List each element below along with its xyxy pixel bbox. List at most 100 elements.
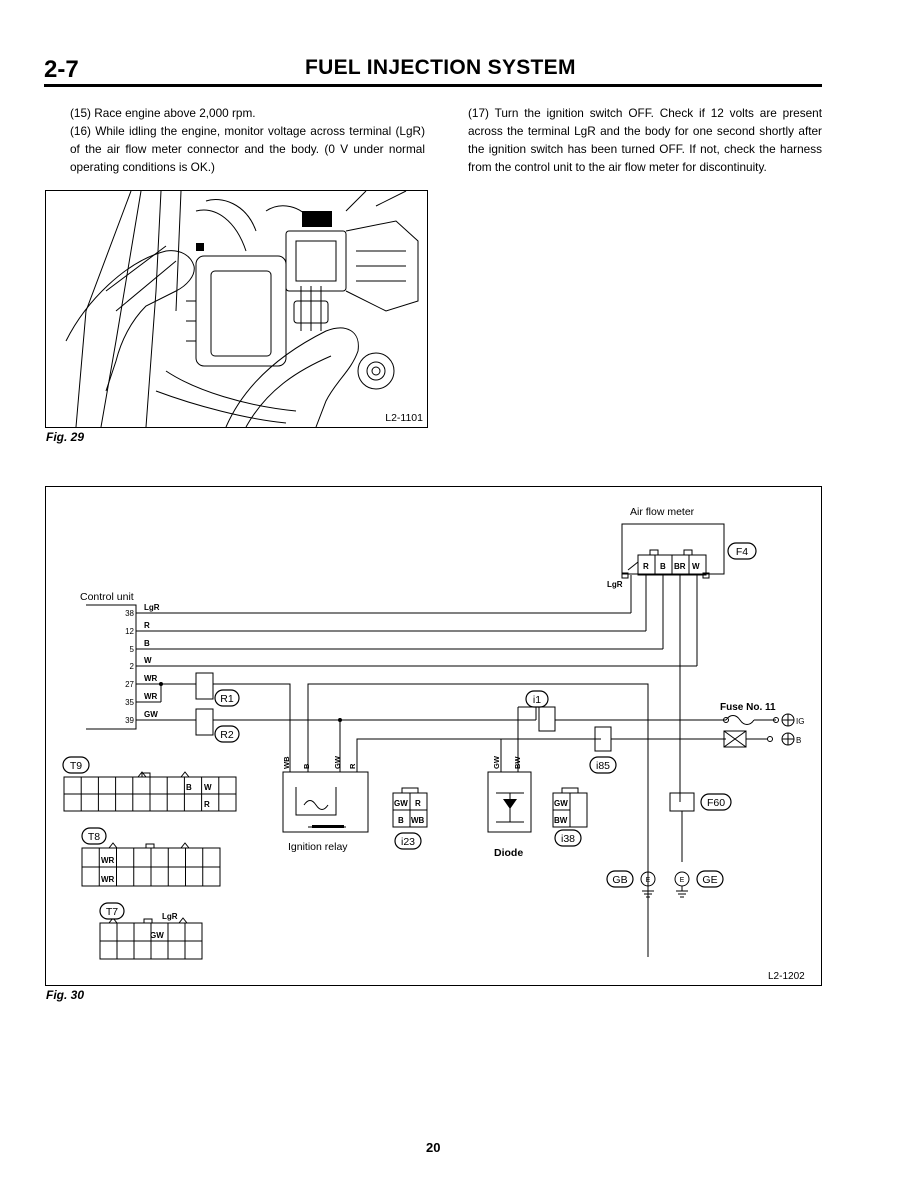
i38-cell-bw: BW <box>554 816 568 825</box>
i23-cell-b: B <box>398 816 404 825</box>
ground-e-label: E <box>646 877 651 884</box>
wiring-diagram-svg: Air flow meter Control unit Fuse No. 11 … <box>62 506 805 982</box>
step-15: (15) Race engine above 2,000 rpm. <box>70 106 256 120</box>
i23-cell-wb: WB <box>411 816 425 825</box>
r1-connector-tag: R1 <box>214 689 240 707</box>
i38-cell-gw: GW <box>554 799 568 808</box>
r2-connector-body <box>195 708 214 736</box>
page-number: 20 <box>426 1140 441 1155</box>
i1-connector-tag: i1 <box>525 690 549 708</box>
relay-wire-wb: WB <box>282 756 291 769</box>
step-16: (16) While idling the engine, monitor vo… <box>70 124 425 174</box>
control-unit-label: Control unit <box>80 591 134 603</box>
svg-text:GE: GE <box>702 874 717 886</box>
ignition-relay-box <box>282 771 369 833</box>
i85-connector-tag: i85 <box>589 756 617 774</box>
svg-text:R2: R2 <box>220 729 234 741</box>
relay-wire-r: R <box>348 763 357 769</box>
right-column-text: (17) Turn the ignition switch OFF. Check… <box>468 104 822 176</box>
diode-wire-bw: BW <box>513 756 522 769</box>
step-17: (17) Turn the ignition switch OFF. Check… <box>468 106 822 174</box>
t7-wire-lgr: LgR <box>162 912 178 921</box>
cu-pin-27: 27 <box>125 680 134 689</box>
fig29-illustration: L2-1101 <box>45 190 428 428</box>
cu-wire-35: WR <box>144 692 158 701</box>
t7-latch <box>178 917 188 924</box>
fig29-reference: L2-1101 <box>385 412 423 424</box>
svg-text:F60: F60 <box>707 797 725 809</box>
fig29-caption: Fig. 29 <box>46 430 85 444</box>
svg-text:i1: i1 <box>533 694 541 706</box>
header-rule <box>44 84 822 87</box>
t9-cell-r: R <box>204 800 210 809</box>
cu-wire-39: GW <box>144 710 158 719</box>
svg-text:i85: i85 <box>596 760 610 772</box>
t8-latch <box>180 842 190 849</box>
air-flow-meter-box <box>621 523 725 575</box>
cu-pin-35: 35 <box>125 698 134 707</box>
cu-pin-5: 5 <box>130 645 135 654</box>
svg-text:R1: R1 <box>220 693 234 705</box>
afm-lgr-label: LgR <box>607 580 623 589</box>
ge-connector-tag: GE <box>696 870 724 888</box>
f60-connector-tag: F60 <box>700 793 732 811</box>
t9-connector-tag: T9 <box>62 756 90 774</box>
cu-wire-38: LgR <box>144 603 160 612</box>
svg-text:T9: T9 <box>70 760 82 772</box>
i23-cell-r: R <box>415 799 421 808</box>
cu-wire-5: B <box>144 639 150 648</box>
t7-cell-gw: GW <box>150 931 164 940</box>
fig30-reference: L2-1202 <box>768 971 805 982</box>
afm-pin-b: B <box>660 562 666 571</box>
left-column-text: (15) Race engine above 2,000 rpm. (16) W… <box>70 104 425 176</box>
f60-connector-body <box>669 792 695 812</box>
i23-cell-gw: GW <box>394 799 408 808</box>
svg-text:T8: T8 <box>88 831 100 843</box>
i1-connector-body <box>538 706 556 732</box>
t8-cell-wr-top: WR <box>101 856 115 865</box>
page-title: FUEL INJECTION SYSTEM <box>305 56 576 79</box>
relay-wire-b: B <box>302 763 311 769</box>
cu-wire-27: WR <box>144 674 158 683</box>
t8-cell-wr-bottom: WR <box>101 875 115 884</box>
t9-key <box>141 772 151 778</box>
ground-e-label: E <box>680 877 685 884</box>
t8-latch <box>108 842 118 849</box>
f4-connector-tag: F4 <box>727 542 757 560</box>
t9-latch <box>137 771 147 778</box>
engine-bay-sketch <box>65 191 419 427</box>
i38-connector-tag: i38 <box>554 829 582 847</box>
t8-connector-tag: T8 <box>81 827 107 845</box>
ig-label: IG <box>796 717 804 726</box>
fuse-label: Fuse No. 11 <box>720 702 776 713</box>
gb-connector-tag: GB <box>606 870 634 888</box>
t9-cell-w: W <box>204 783 212 792</box>
cu-pin-39: 39 <box>125 716 134 725</box>
r1-connector-body <box>195 672 214 700</box>
fig30-wiring-diagram: Air flow meter Control unit Fuse No. 11 … <box>45 486 822 986</box>
svg-text:T7: T7 <box>106 906 118 918</box>
section-number: 2-7 <box>44 56 79 83</box>
cu-pin-38: 38 <box>125 609 134 618</box>
control-unit-body <box>86 604 137 730</box>
t7-key <box>143 918 153 924</box>
svg-text:GB: GB <box>612 874 627 886</box>
cu-pin-2: 2 <box>130 662 135 671</box>
cu-pin-12: 12 <box>125 627 134 636</box>
t7-connector-tag: T7 <box>99 902 125 920</box>
relay-label: Ignition relay <box>288 841 348 853</box>
svg-text:i23: i23 <box>401 836 415 848</box>
diode-wire-gw: GW <box>492 755 501 769</box>
t9-cell-b: B <box>186 783 192 792</box>
relay-wire-gw: GW <box>333 755 342 769</box>
diode-label: Diode <box>494 847 523 859</box>
cu-wire-2: W <box>144 656 152 665</box>
r2-connector-tag: R2 <box>214 725 240 743</box>
b-label: B <box>796 736 801 745</box>
fig30-caption: Fig. 30 <box>46 988 85 1002</box>
svg-text:F4: F4 <box>736 546 748 558</box>
svg-text:i38: i38 <box>561 833 575 845</box>
i23-connector-tag: i23 <box>394 832 422 850</box>
cu-wire-12: R <box>144 621 150 630</box>
afm-pin-br: BR <box>674 562 686 571</box>
